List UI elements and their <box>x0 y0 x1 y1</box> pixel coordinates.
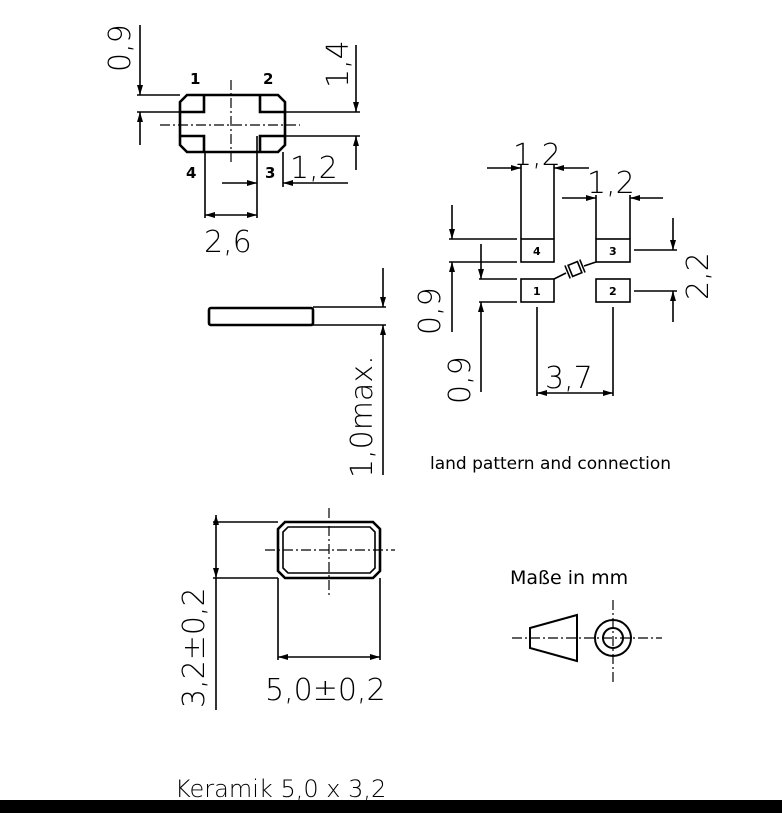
pads <box>180 95 285 152</box>
dim-3-2: 3,2±0,2 <box>177 587 212 708</box>
bottom-view: 3,2±0,2 5,0±0,2 <box>177 508 395 710</box>
units-note: Maße in mm <box>510 567 628 589</box>
package-outline <box>178 93 287 154</box>
dim-5-0: 5,0±0,2 <box>265 673 386 708</box>
pin-1-label: 1 <box>190 70 200 88</box>
crystal-symbol-icon <box>553 259 597 280</box>
pin-4-label: 4 <box>186 164 196 182</box>
projection-symbol-icon <box>512 600 662 684</box>
dim-1-0-max: 1,0max. <box>345 355 380 478</box>
dim-3-7: 3,7 <box>545 361 593 396</box>
drawing-title: Keramik 5,0 x 3,2 <box>175 775 386 803</box>
dim-1-2-top: 1,2 <box>290 151 338 186</box>
bottom-border <box>0 800 782 813</box>
dim-1-2-land-left: 1,2 <box>513 138 561 173</box>
land-pin-4: 4 <box>533 245 541 258</box>
land-pin-1: 1 <box>533 285 541 298</box>
dim-0-9-land-upper: 0,9 <box>413 287 448 335</box>
dim-2-6: 2,6 <box>204 225 252 260</box>
pin-2-label: 2 <box>263 70 273 88</box>
dim-0-9-land-lower: 0,9 <box>443 356 478 404</box>
dim-0-9-top: 0,9 <box>103 24 138 72</box>
dim-2-2: 2,2 <box>681 252 716 300</box>
land-pin-2: 2 <box>609 285 617 298</box>
land-pin-3: 3 <box>609 245 617 258</box>
top-view: 1 2 3 4 0,9 1,4 1,2 2,6 <box>103 24 360 260</box>
dim-1-4: 1,4 <box>321 40 356 88</box>
land-pattern-caption: land pattern and connection <box>430 454 671 474</box>
dim-1-2-land-right: 1,2 <box>587 166 635 201</box>
pin-3-label: 3 <box>265 164 275 182</box>
side-view: 1,0max. <box>207 268 386 478</box>
land-pattern: 4 3 1 2 1,2 1,2 2,2 <box>413 138 716 474</box>
